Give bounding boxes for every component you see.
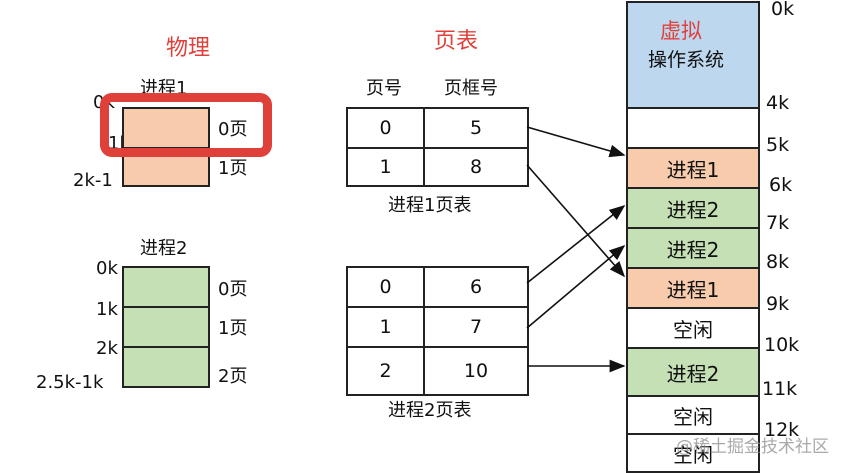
process2-page-label-0: 0页 bbox=[218, 279, 248, 300]
arrow-p2-page1-to-frame7 bbox=[526, 244, 626, 329]
header-frame-no: 页框号 bbox=[444, 78, 498, 99]
header-page-no: 页号 bbox=[366, 78, 402, 99]
physical-title: 物理 bbox=[166, 36, 211, 61]
mem-addr-10k: 10k bbox=[764, 334, 800, 356]
memory-os-block: 虚拟 操作系统 bbox=[626, 1, 760, 109]
process1-page-label-0: 0页 bbox=[218, 119, 248, 140]
table2-caption: 进程2页表 bbox=[388, 400, 472, 421]
mem-addr-8k: 8k bbox=[766, 251, 790, 273]
process2-addr-2: 2k bbox=[96, 338, 118, 359]
process2-addr-1: 1k bbox=[96, 299, 118, 320]
table2-page-0: 0 bbox=[346, 266, 425, 308]
table1-caption: 进程1页表 bbox=[388, 195, 472, 216]
process2-page-2 bbox=[122, 346, 210, 388]
mem-addr-11k: 11k bbox=[762, 378, 798, 400]
page-table-title: 页表 bbox=[434, 29, 479, 54]
mem-addr-6k: 6k bbox=[769, 174, 793, 196]
os-label: 操作系统 bbox=[648, 49, 725, 71]
process2-page-label-2: 2页 bbox=[218, 366, 248, 387]
virtual-title: 虚拟 bbox=[660, 19, 702, 43]
arrow-p2-page0-to-frame6 bbox=[526, 205, 626, 284]
highlight-box bbox=[100, 93, 272, 157]
mem-addr-12k: 12k bbox=[764, 419, 800, 441]
watermark: @稀土掘金技术社区 bbox=[676, 437, 829, 457]
table2-page-1: 1 bbox=[346, 306, 425, 348]
process2-addr-0: 0k bbox=[96, 258, 118, 279]
mem-addr-0k: 0k bbox=[771, 0, 795, 20]
table2-frame-0: 6 bbox=[423, 266, 529, 308]
mem-addr-7k: 7k bbox=[766, 212, 790, 234]
arrow-p1-page0-to-frame5 bbox=[526, 126, 626, 158]
process2-addr-3: 2.5k-1k bbox=[36, 372, 104, 393]
mem-addr-5k: 5k bbox=[766, 134, 790, 156]
memory-block-5k: 进程1 bbox=[626, 147, 760, 189]
process2-page-0 bbox=[122, 266, 210, 308]
mem-addr-4k: 4k bbox=[766, 92, 790, 114]
table2-frame-2: 10 bbox=[423, 346, 529, 396]
process2-page-label-1: 1页 bbox=[218, 318, 248, 339]
process1-addr-2: 2k-1 bbox=[73, 170, 113, 191]
mem-addr-9k: 9k bbox=[766, 293, 790, 315]
process1-page-label-1: 1页 bbox=[218, 158, 248, 179]
memory-block-7k: 进程2 bbox=[626, 227, 760, 269]
process2-label: 进程2 bbox=[140, 238, 188, 259]
process2-page-1 bbox=[122, 306, 210, 348]
arrow-p1-page1-to-frame8 bbox=[526, 164, 626, 278]
